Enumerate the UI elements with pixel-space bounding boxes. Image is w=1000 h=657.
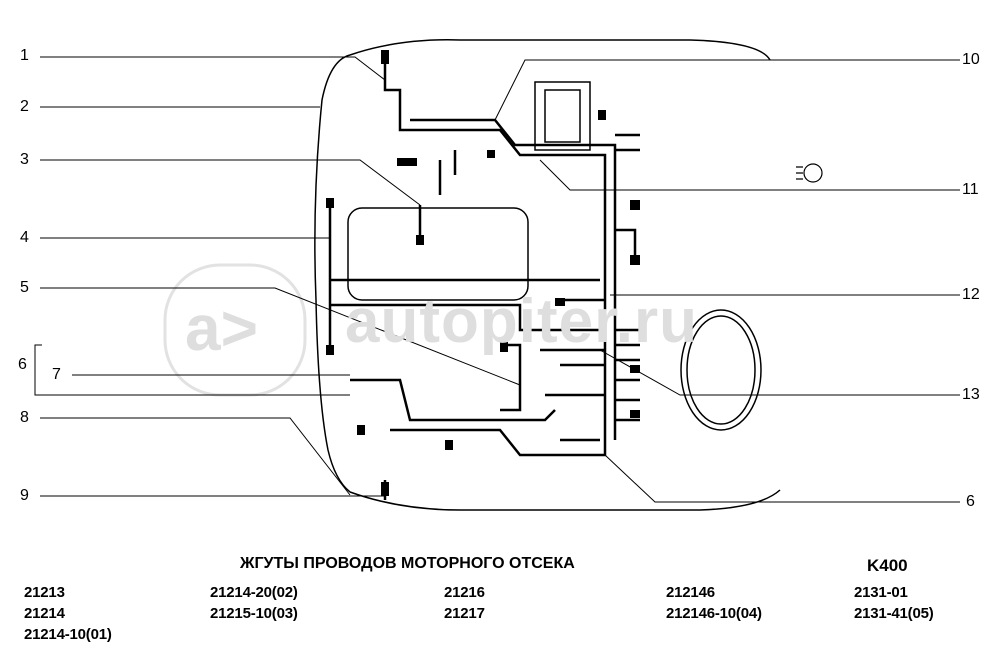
callout-2: 2 bbox=[20, 98, 29, 115]
model: 2131-41(05) bbox=[854, 605, 934, 622]
page-code: K400 bbox=[867, 556, 908, 575]
callout-5: 5 bbox=[20, 279, 29, 296]
callout-6: 6 bbox=[18, 356, 27, 373]
leader-lines bbox=[34, 56, 960, 503]
model: 212146 bbox=[666, 584, 715, 601]
wire-harness bbox=[328, 55, 640, 500]
callout-3: 3 bbox=[20, 151, 29, 168]
svg-text:a>: a> bbox=[185, 292, 258, 364]
headlight-icon bbox=[796, 163, 823, 183]
callout-4: 4 bbox=[20, 229, 29, 246]
callout-11: 11 bbox=[962, 181, 979, 198]
callout-6-right: 6 bbox=[966, 493, 975, 510]
model: 21214-10(01) bbox=[24, 626, 112, 643]
model: 21216 bbox=[444, 584, 485, 601]
model: 212146-10(04) bbox=[666, 605, 762, 622]
callout-12: 12 bbox=[962, 286, 980, 303]
callout-8: 8 bbox=[20, 409, 29, 426]
callout-10: 10 bbox=[962, 51, 980, 68]
callout-9: 9 bbox=[20, 487, 29, 504]
watermark: autopiter.ru bbox=[345, 287, 699, 356]
model: 2131-01 bbox=[854, 584, 908, 601]
model: 21214-20(02) bbox=[210, 584, 298, 601]
model: 21213 bbox=[24, 584, 65, 601]
model: 21215-10(03) bbox=[210, 605, 298, 622]
callout-7: 7 bbox=[52, 366, 61, 383]
model: 21217 bbox=[444, 605, 485, 622]
wiring-harness-diagram: a> bbox=[34, 39, 960, 511]
connectors bbox=[326, 50, 640, 496]
callout-13: 13 bbox=[962, 386, 980, 403]
page-title: ЖГУТЫ ПРОВОДОВ МОТОРНОГО ОТСЕКА bbox=[240, 555, 575, 572]
car-body-outline bbox=[314, 39, 781, 511]
callout-1: 1 bbox=[20, 47, 29, 64]
model: 21214 bbox=[24, 605, 65, 622]
